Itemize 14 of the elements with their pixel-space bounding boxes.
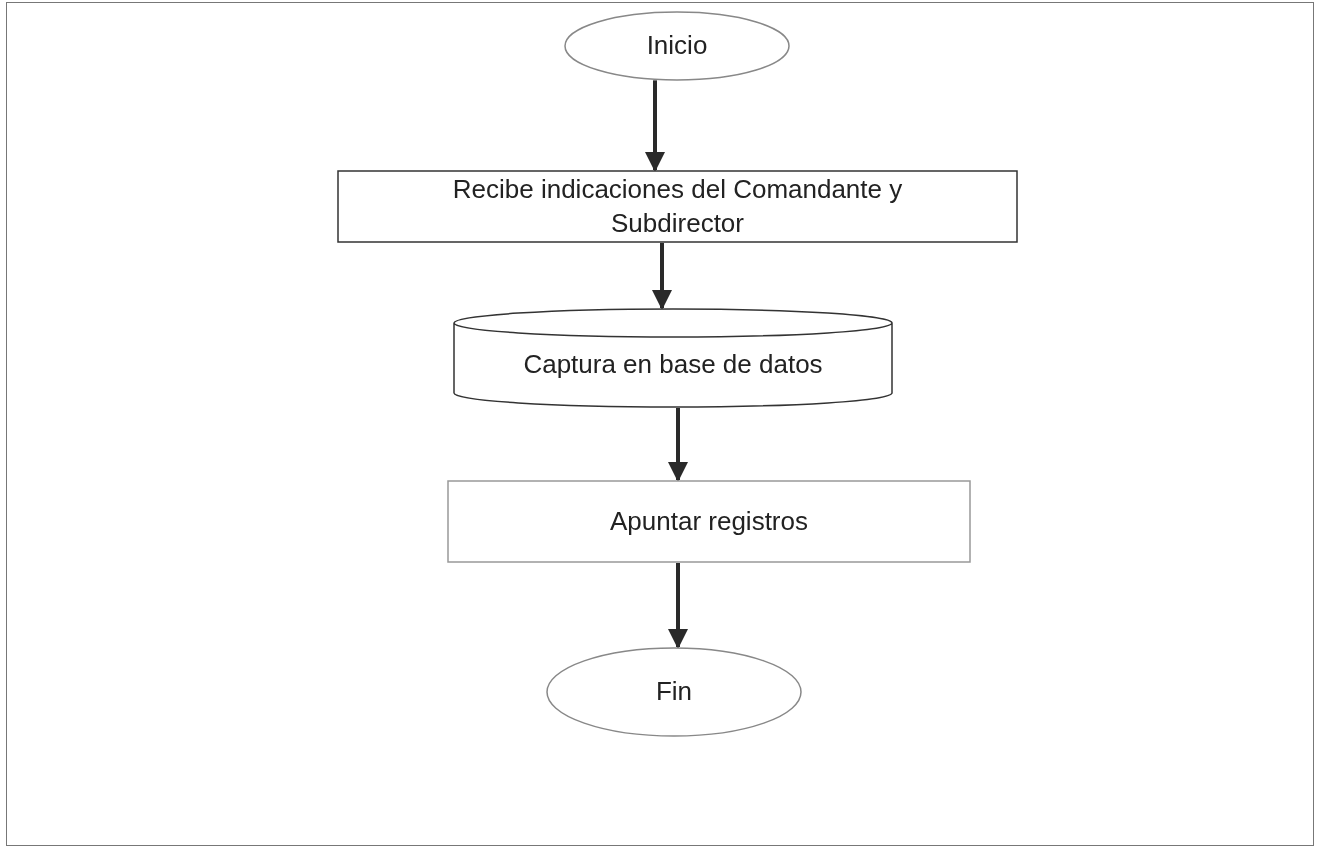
arrow [652, 243, 672, 310]
process-box [447, 480, 971, 563]
arrow [645, 80, 665, 172]
arrow [668, 408, 688, 482]
terminal-ellipse [564, 11, 790, 81]
arrow [668, 563, 688, 649]
node-label: Inicio [646, 29, 708, 63]
node-label: Apuntar registros [610, 504, 808, 538]
terminal-ellipse [546, 647, 802, 737]
process-box [337, 170, 1018, 243]
node-label: Captura en base de datos [523, 348, 823, 382]
node-label: Recibe indicaciones del Comandante y Subdirector [451, 172, 904, 240]
node-label: Fin [655, 675, 693, 709]
database-cylinder [453, 308, 893, 408]
